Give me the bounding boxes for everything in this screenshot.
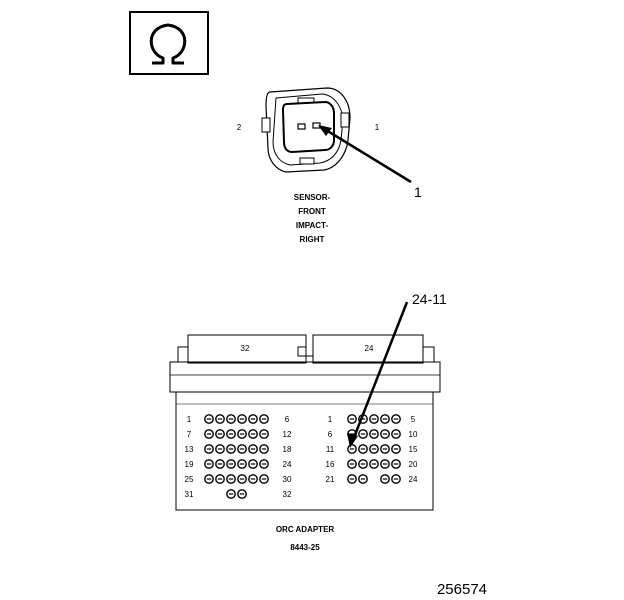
orc-callout-arrow	[347, 301, 409, 448]
right-row-end-label: 5	[411, 415, 416, 424]
connector-pin	[226, 459, 236, 469]
orc-callout-label: 24-11	[412, 291, 447, 307]
connector-pin	[237, 459, 247, 469]
connector-pin	[391, 414, 401, 424]
connector-pin	[380, 444, 390, 454]
connector-pin	[391, 459, 401, 469]
ohm-icon	[149, 23, 187, 65]
left-row-end-label: 24	[283, 460, 292, 469]
left-row-start-label: 13	[185, 445, 194, 454]
left-row-start-label: 1	[187, 415, 192, 424]
connector-pin	[259, 429, 269, 439]
connector-pin	[380, 474, 390, 484]
connector-pin	[358, 474, 368, 484]
sensor-connector	[261, 87, 351, 173]
right-row-start-label: 1	[328, 415, 333, 424]
orc-left-block-label: 32	[241, 344, 250, 353]
connector-pin	[259, 414, 269, 424]
connector-pin	[226, 444, 236, 454]
sensor-pin-label-left: 2	[237, 123, 242, 132]
connector-pin	[380, 414, 390, 424]
connector-pin	[226, 489, 236, 499]
sensor-callout-arrow	[318, 125, 412, 184]
connector-pin	[391, 444, 401, 454]
figure-number: 256574	[437, 581, 487, 598]
connector-pin	[237, 474, 247, 484]
connector-pin	[347, 459, 357, 469]
right-row-start-label: 16	[326, 460, 335, 469]
connector-pin	[369, 429, 379, 439]
connector-pin	[358, 459, 368, 469]
right-row-start-label: 6	[328, 430, 333, 439]
connector-pin	[215, 459, 225, 469]
connector-pin	[358, 444, 368, 454]
connector-pin	[369, 414, 379, 424]
connector-pin	[204, 474, 214, 484]
sensor-pin-2	[297, 123, 306, 130]
connector-pin	[380, 459, 390, 469]
right-row-end-label: 24	[409, 475, 418, 484]
connector-pin	[226, 429, 236, 439]
right-row-end-label: 10	[409, 430, 418, 439]
connector-pin	[237, 414, 247, 424]
left-row-start-label: 31	[185, 490, 194, 499]
connector-pin	[347, 474, 357, 484]
left-row-start-label: 25	[185, 475, 194, 484]
connector-pin	[358, 429, 368, 439]
connector-pin	[204, 429, 214, 439]
connector-pin	[259, 444, 269, 454]
orc-right-block-label: 24	[365, 344, 374, 353]
sensor-caption-line-3: IMPACT-	[296, 221, 329, 230]
connector-pin	[248, 444, 258, 454]
connector-pin	[215, 474, 225, 484]
connector-pin	[215, 414, 225, 424]
connector-pin	[259, 459, 269, 469]
connector-pin	[248, 429, 258, 439]
connector-pin	[215, 444, 225, 454]
connector-pin	[391, 429, 401, 439]
right-row-start-label: 21	[326, 475, 335, 484]
orc-part-number: 8443-25	[290, 543, 320, 552]
connector-pin	[248, 459, 258, 469]
connector-pin	[347, 444, 357, 454]
left-row-end-label: 32	[283, 490, 292, 499]
connector-pin	[380, 429, 390, 439]
connector-pin	[369, 459, 379, 469]
right-row-end-label: 15	[409, 445, 418, 454]
connector-pin	[226, 474, 236, 484]
orc-left-pin-grid: 1 6 7 12 13 18 19 24 25 30 31 32	[185, 414, 292, 499]
left-row-end-label: 30	[283, 475, 292, 484]
sensor-caption-line-4: RIGHT	[300, 235, 325, 244]
connector-pin	[237, 444, 247, 454]
right-row-start-label: 11	[326, 445, 335, 454]
sensor-caption-line-1: SENSOR-	[294, 193, 331, 202]
left-row-start-label: 19	[185, 460, 194, 469]
connector-pin	[204, 414, 214, 424]
connector-pin	[237, 429, 247, 439]
connector-pin	[215, 429, 225, 439]
connector-pin	[204, 459, 214, 469]
left-row-end-label: 12	[283, 430, 292, 439]
orc-adapter-body	[169, 334, 441, 511]
connector-pin	[391, 474, 401, 484]
left-row-start-label: 7	[187, 430, 192, 439]
connector-pin	[248, 474, 258, 484]
connector-pin	[259, 474, 269, 484]
orc-caption: ORC ADAPTER	[276, 525, 335, 534]
left-row-end-label: 18	[283, 445, 292, 454]
connector-pin	[237, 489, 247, 499]
sensor-caption-line-2: FRONT	[298, 207, 326, 216]
left-row-end-label: 6	[285, 415, 290, 424]
sensor-pin-label-right: 1	[375, 123, 380, 132]
connector-pin	[248, 414, 258, 424]
connector-pin	[204, 444, 214, 454]
connector-pin	[347, 414, 357, 424]
ohm-symbol	[129, 11, 209, 75]
connector-pin	[226, 414, 236, 424]
connector-pin	[369, 444, 379, 454]
sensor-callout-label: 1	[414, 184, 422, 200]
right-row-end-label: 20	[409, 460, 418, 469]
